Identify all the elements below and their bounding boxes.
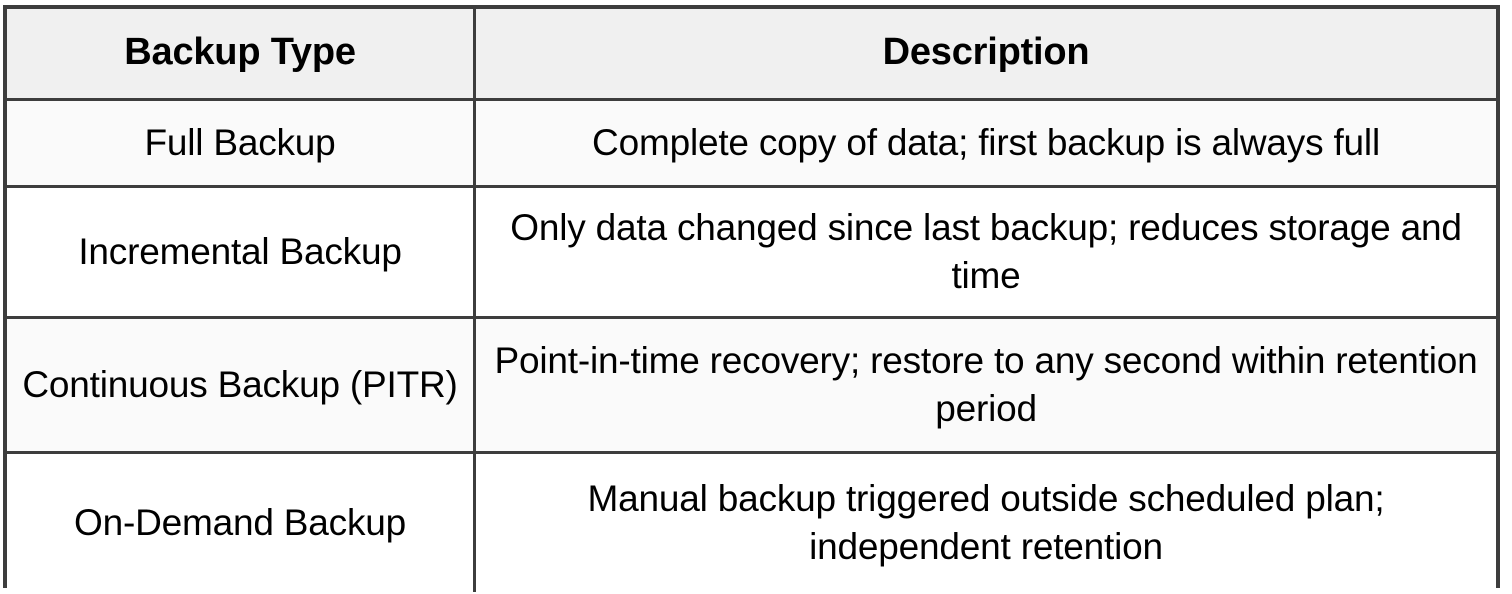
column-header-backup-type-label: Backup Type — [124, 31, 356, 74]
cell-description: Point-in-time recovery; restore to any s… — [473, 315, 1496, 454]
table-body: Full Backup Complete copy of data; first… — [7, 97, 1496, 592]
backup-type-label: Full Backup — [144, 121, 336, 163]
cell-backup-type: Continuous Backup (PITR) — [7, 315, 477, 454]
cell-description: Manual backup triggered outside schedule… — [473, 450, 1496, 592]
backup-types-table: Backup Type Description Full Backup Comp… — [7, 9, 1496, 592]
cell-backup-type: Full Backup — [7, 97, 477, 188]
cell-description: Complete copy of data; first backup is a… — [473, 97, 1496, 188]
table-row: Incremental Backup Only data changed sin… — [7, 184, 1496, 319]
cell-description: Only data changed since last backup; red… — [473, 184, 1496, 319]
table-row: Full Backup Complete copy of data; first… — [7, 97, 1496, 188]
cell-backup-type: Incremental Backup — [7, 184, 477, 319]
column-header-backup-type: Backup Type — [7, 9, 477, 101]
column-header-description-label: Description — [882, 31, 1090, 74]
backup-type-label: Continuous Backup (PITR) — [22, 363, 458, 405]
description-text: Manual backup triggered outside schedule… — [587, 477, 1385, 567]
description-text: Point-in-time recovery; restore to any s… — [494, 339, 1478, 429]
column-header-description: Description — [473, 9, 1496, 101]
table-row: Continuous Backup (PITR) Point-in-time r… — [7, 315, 1496, 454]
backup-type-label: On-Demand Backup — [74, 501, 407, 543]
backup-types-table-container: Backup Type Description Full Backup Comp… — [3, 5, 1500, 592]
description-text: Only data changed since last backup; red… — [510, 206, 1462, 296]
table-row: On-Demand Backup Manual backup triggered… — [7, 450, 1496, 592]
cell-backup-type: On-Demand Backup — [7, 450, 477, 592]
table-header: Backup Type Description — [7, 9, 1496, 101]
table-header-row: Backup Type Description — [7, 9, 1496, 101]
backup-type-label: Incremental Backup — [78, 230, 402, 272]
description-text: Complete copy of data; first backup is a… — [592, 121, 1380, 163]
